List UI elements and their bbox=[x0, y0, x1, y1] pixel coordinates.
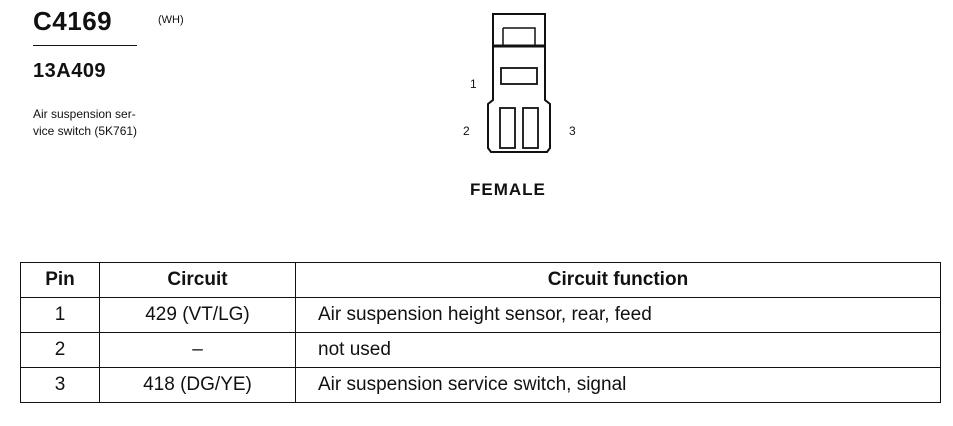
cell-function: Air suspension service switch, signal bbox=[295, 367, 941, 403]
pin-1-cavity bbox=[500, 67, 538, 85]
table-row: 1 429 (VT/LG) Air suspension height sens… bbox=[20, 297, 941, 333]
connector-housing bbox=[487, 46, 551, 153]
part-number: 13A409 bbox=[33, 60, 107, 82]
table-row: 3 418 (DG/YE) Air suspension service swi… bbox=[20, 367, 941, 403]
pin-label-2: 2 bbox=[463, 124, 470, 138]
header-circuit-function: Circuit function bbox=[295, 262, 941, 298]
cell-function: not used bbox=[295, 332, 941, 368]
cell-pin: 2 bbox=[20, 332, 100, 368]
cell-circuit: 418 (DG/YE) bbox=[99, 367, 296, 403]
connector-gender: FEMALE bbox=[470, 180, 546, 199]
cell-circuit: – bbox=[99, 332, 296, 368]
table-row: 2 – not used bbox=[20, 332, 941, 368]
pin-2-cavity bbox=[499, 107, 516, 149]
pinout-table: Pin Circuit Circuit function 1 429 (VT/L… bbox=[20, 262, 941, 403]
connector-id: C4169 bbox=[33, 6, 113, 36]
connector-color-code: (WH) bbox=[158, 14, 184, 26]
table-header-row: Pin Circuit Circuit function bbox=[20, 262, 941, 298]
connector-description: Air suspension ser- vice switch (5K761) bbox=[33, 107, 138, 138]
cell-circuit: 429 (VT/LG) bbox=[99, 297, 296, 333]
cell-pin: 3 bbox=[20, 367, 100, 403]
connector-face-drawing bbox=[455, 0, 595, 165]
header-pin: Pin bbox=[20, 262, 100, 298]
cell-pin: 1 bbox=[20, 297, 100, 333]
pin-3-cavity bbox=[522, 107, 539, 149]
pin-label-3: 3 bbox=[569, 124, 576, 138]
cell-function: Air suspension height sensor, rear, feed bbox=[295, 297, 941, 333]
header-circuit: Circuit bbox=[99, 262, 296, 298]
locking-tab bbox=[492, 13, 546, 47]
pin-label-1: 1 bbox=[470, 77, 477, 91]
title-underline bbox=[33, 45, 137, 46]
